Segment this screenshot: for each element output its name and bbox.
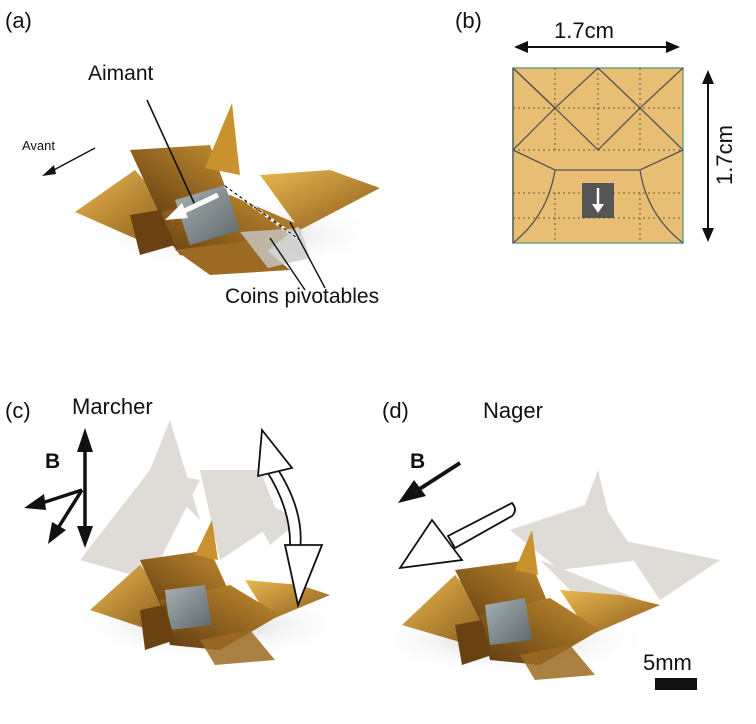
magnet-label: Aimant <box>88 62 154 85</box>
pivot-pointer-1 <box>269 237 306 291</box>
pivot-pointer-2 <box>289 221 326 289</box>
robot-a-illustration <box>75 103 385 275</box>
walking-title: Marcher <box>72 394 153 419</box>
magnet-direction-arrow <box>165 192 220 220</box>
scale-bar <box>655 678 697 690</box>
panel-c-tag: (c) <box>5 398 31 423</box>
forward-arrow <box>42 147 96 176</box>
crease-pattern <box>512 67 684 244</box>
height-dimension-label: 1.7cm <box>712 125 737 185</box>
field-label-c: B <box>45 450 61 473</box>
field-label-d: B <box>410 450 426 473</box>
robot-d-illustration <box>370 470 720 680</box>
oscillation-arrow <box>256 427 324 609</box>
width-dimension-arrow <box>514 41 680 53</box>
panel-d-tag: (d) <box>382 398 409 423</box>
panel-b-tag: (b) <box>455 8 482 33</box>
pivoting-corners-label: Coins pivotables <box>225 285 380 308</box>
height-dimension-arrow <box>702 70 714 242</box>
forward-label: Avant <box>22 138 56 153</box>
magnetic-field-arrow-d <box>398 461 462 503</box>
width-dimension-label: 1.7cm <box>554 18 614 43</box>
swimming-title: Nager <box>483 398 543 423</box>
robot-c-illustration <box>70 420 350 665</box>
magnetic-field-arrows-c <box>24 428 93 548</box>
pivot-dotted-line <box>224 184 301 242</box>
swim-direction-arrow <box>398 501 516 570</box>
scale-bar-label: 5mm <box>643 650 692 675</box>
panel-a-tag: (a) <box>5 8 32 33</box>
magnet-pointer-line <box>146 99 196 206</box>
